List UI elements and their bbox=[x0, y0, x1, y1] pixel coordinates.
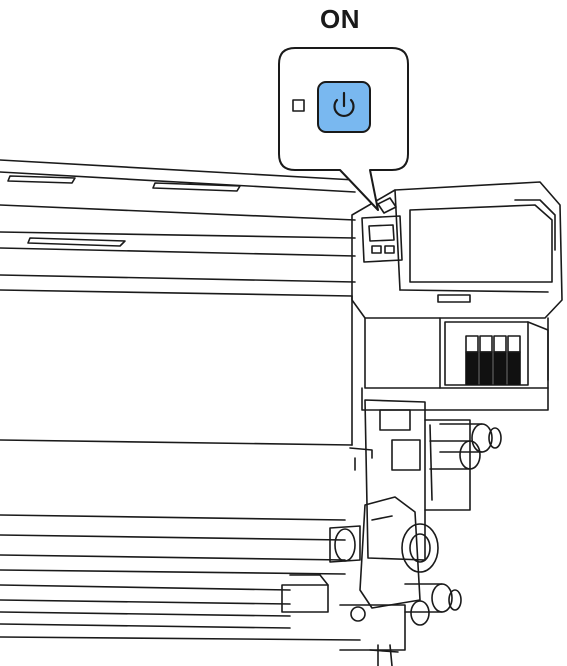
power-icon bbox=[333, 91, 355, 118]
takeup-unit bbox=[281, 399, 502, 666]
printer-body bbox=[0, 159, 361, 641]
control-panel bbox=[361, 215, 403, 263]
ink-bay bbox=[361, 317, 549, 411]
control-unit bbox=[351, 181, 563, 319]
callout-title-on: ON bbox=[320, 4, 360, 34]
power-button-location bbox=[377, 197, 397, 214]
power-button[interactable] bbox=[317, 81, 371, 133]
panel-display bbox=[368, 224, 395, 242]
ink-cartridges bbox=[465, 351, 521, 385]
status-lamp-icon bbox=[292, 99, 305, 112]
cartridge-tops bbox=[465, 335, 521, 353]
